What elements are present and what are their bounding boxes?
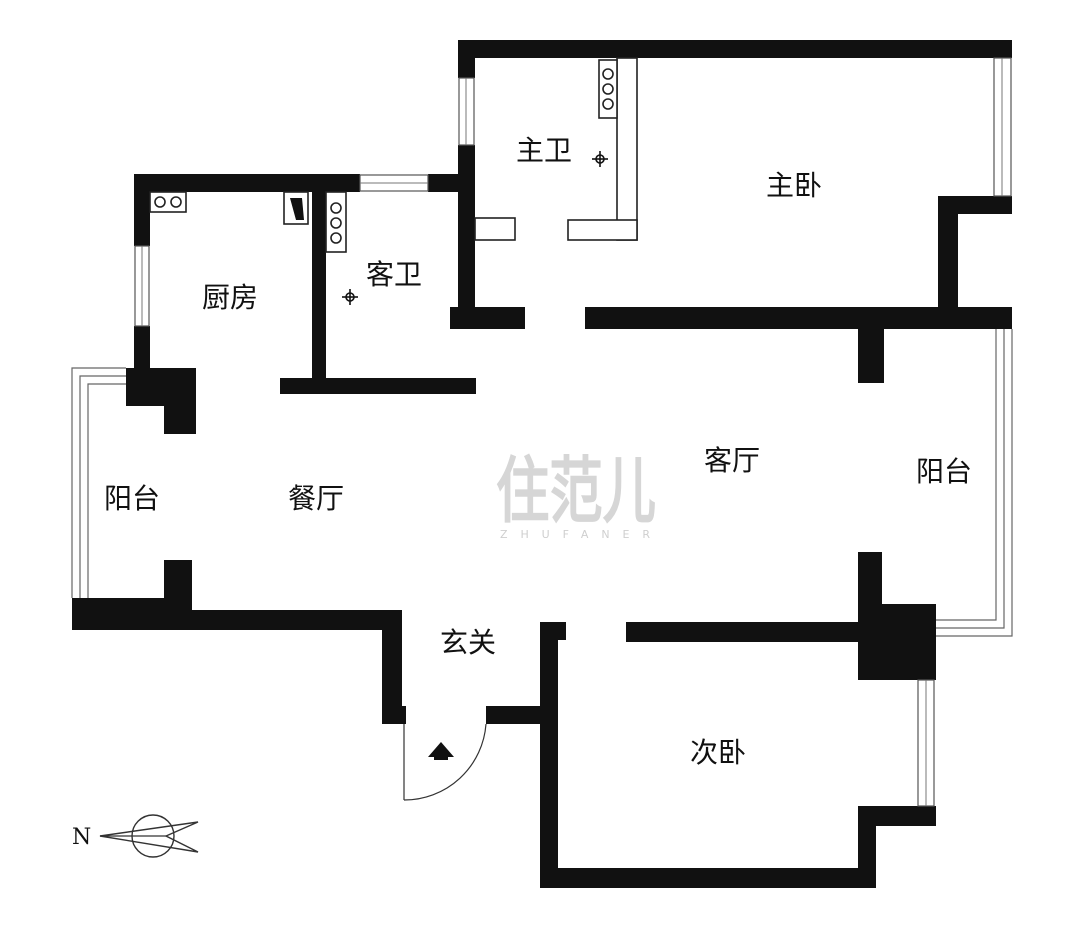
watermark-logo: 住范儿 bbox=[496, 449, 656, 533]
room-label-guest-bath: 客卫 bbox=[366, 258, 422, 291]
guest-bath-fixture bbox=[330, 217, 342, 229]
room-label-master-bedroom: 主卧 bbox=[766, 169, 822, 202]
wall bbox=[540, 868, 876, 888]
wall bbox=[540, 622, 558, 888]
compass-icon bbox=[99, 814, 199, 858]
balcony-glazing bbox=[71, 367, 126, 598]
balcony-glazing bbox=[87, 383, 126, 598]
wall bbox=[458, 40, 1012, 58]
stove-burner bbox=[154, 196, 166, 208]
entrance-door[interactable] bbox=[403, 723, 487, 801]
balcony-glazing bbox=[936, 329, 1005, 629]
stove-burner bbox=[170, 196, 182, 208]
windows bbox=[71, 57, 1013, 807]
floor-drain-icon bbox=[592, 151, 608, 167]
room-label-dining-room: 餐厅 bbox=[288, 482, 344, 515]
master-bath-counter bbox=[616, 57, 638, 241]
wall bbox=[134, 174, 360, 192]
room-label-entrance: 玄关 bbox=[440, 626, 496, 659]
wall bbox=[458, 40, 475, 78]
room-label-kitchen: 厨房 bbox=[202, 281, 258, 314]
wall bbox=[280, 378, 476, 394]
guest-bath-fixture bbox=[330, 232, 342, 244]
wall bbox=[72, 610, 402, 630]
master-bath-shelf bbox=[474, 217, 516, 241]
fixtures bbox=[149, 57, 638, 801]
wall bbox=[540, 622, 566, 640]
wall bbox=[938, 196, 958, 314]
watermark: 住范儿 ZHUFANER bbox=[496, 449, 656, 541]
kitchen-flue-fill bbox=[290, 198, 304, 220]
up-arrow-icon-stem bbox=[434, 755, 448, 760]
floor-drain-icon bbox=[342, 289, 358, 305]
guest-bath-fixture bbox=[330, 202, 342, 214]
master-bath-counter bbox=[567, 219, 638, 241]
up-arrow-icon bbox=[428, 742, 454, 757]
balcony-glazing bbox=[79, 375, 126, 598]
wall bbox=[164, 378, 196, 434]
wall bbox=[134, 174, 150, 246]
room-label-living-room: 客厅 bbox=[704, 444, 760, 477]
wall bbox=[858, 307, 884, 383]
wall bbox=[382, 706, 406, 724]
room-labels: 主卫 主卧 厨房 客卫 客厅 阳台 阳台 餐厅 玄关 次卧 bbox=[104, 134, 972, 769]
compass: N bbox=[72, 814, 199, 858]
wall bbox=[585, 307, 1012, 329]
room-label-balcony-east: 阳台 bbox=[916, 455, 972, 488]
room-label-master-bath: 主卫 bbox=[516, 134, 572, 167]
balcony-glazing bbox=[936, 329, 997, 621]
walls bbox=[72, 40, 1012, 888]
wall bbox=[458, 145, 475, 325]
wall bbox=[312, 188, 326, 388]
balcony-glazing bbox=[936, 329, 1013, 637]
wall bbox=[428, 174, 475, 192]
stove-burner bbox=[602, 68, 614, 80]
wall bbox=[486, 706, 556, 724]
room-label-second-bedroom: 次卧 bbox=[690, 736, 746, 769]
stove-burner bbox=[602, 98, 614, 110]
wall bbox=[858, 806, 936, 826]
wall bbox=[382, 610, 402, 724]
wall bbox=[858, 806, 876, 888]
room-label-balcony-west: 阳台 bbox=[104, 482, 160, 515]
wall bbox=[858, 604, 936, 680]
stove-burner bbox=[602, 83, 614, 95]
wall bbox=[626, 622, 888, 642]
wall bbox=[450, 307, 525, 329]
compass-north-label: N bbox=[72, 825, 91, 850]
